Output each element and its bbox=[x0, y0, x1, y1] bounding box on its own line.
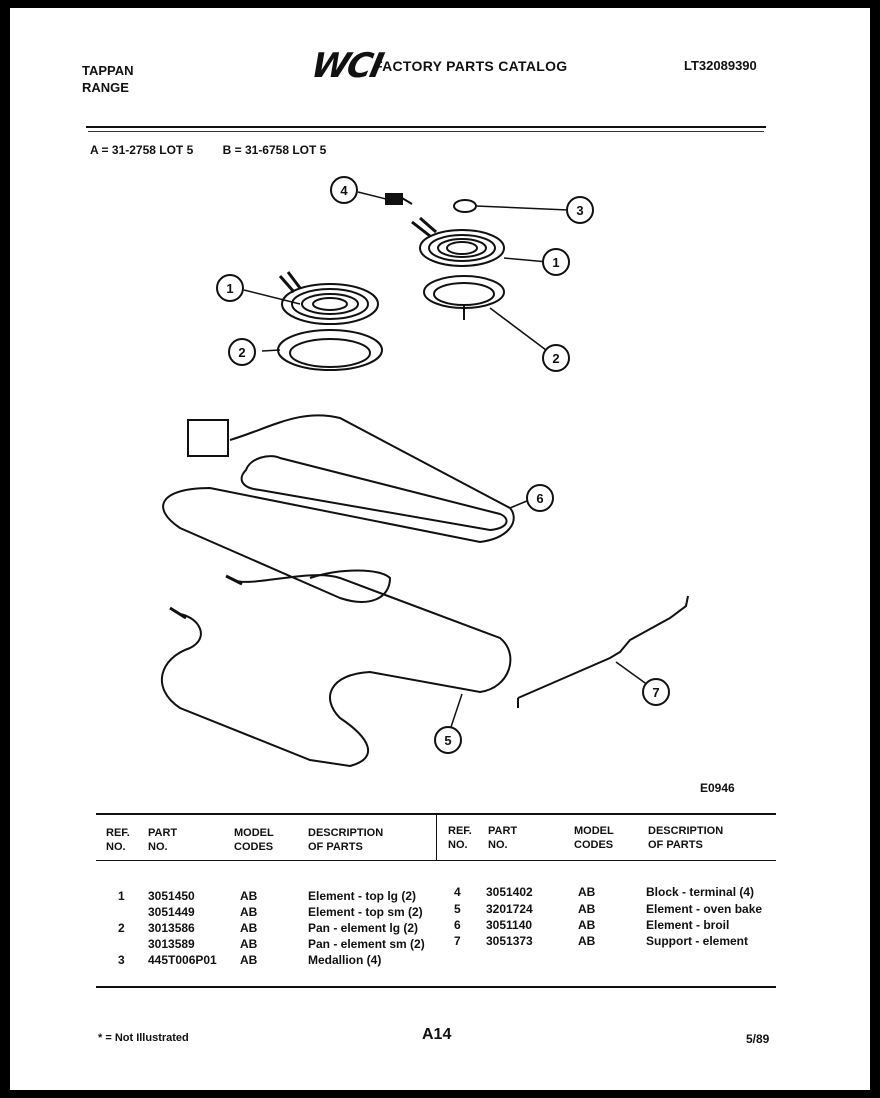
product-name: RANGE bbox=[82, 80, 129, 95]
element-support bbox=[517, 595, 689, 708]
callout-7-label: 7 bbox=[652, 685, 659, 700]
callout-1b-label: 1 bbox=[552, 255, 559, 270]
header-part-right: PART NO. bbox=[488, 825, 518, 851]
catalog-title: FACTORY PARTS CATALOG bbox=[374, 58, 568, 74]
table-rule-bottom bbox=[96, 986, 776, 988]
header-ref-right: REF. NO. bbox=[448, 825, 472, 851]
surface-element-small bbox=[411, 216, 505, 267]
header-rule bbox=[86, 126, 766, 128]
callout-1a: 1 bbox=[216, 274, 244, 302]
table-rule-mid bbox=[96, 860, 776, 861]
header-desc-right: DESCRIPTION OF PARTS bbox=[648, 825, 724, 851]
medallion-part bbox=[453, 199, 477, 213]
lot-code-b: B = 31-6758 LOT 5 bbox=[222, 143, 327, 157]
callout-2b: 2 bbox=[542, 344, 570, 372]
revision-date: 5/89 bbox=[746, 1032, 770, 1046]
model-number: LT32089390 bbox=[684, 58, 757, 73]
header-model-left: MODEL CODES bbox=[234, 827, 274, 853]
callout-4-label: 4 bbox=[340, 183, 348, 198]
exploded-parts-diagram: 4 3 1 1 2 2 6 7 bbox=[160, 176, 689, 768]
callout-1a-label: 1 bbox=[226, 281, 233, 296]
header-ref-left: REF. NO. bbox=[106, 827, 130, 853]
callout-2a-label: 2 bbox=[238, 345, 245, 360]
header-desc-left: DESCRIPTION OF PARTS bbox=[308, 827, 384, 853]
figure-id: E0946 bbox=[700, 781, 735, 795]
broil-element bbox=[162, 414, 515, 603]
drip-pan-small bbox=[423, 275, 505, 320]
callout-6-label: 6 bbox=[536, 491, 543, 506]
callout-5-label: 5 bbox=[444, 733, 451, 748]
callout-1b: 1 bbox=[542, 248, 570, 276]
callout-2a: 2 bbox=[228, 338, 256, 366]
callout-leaders bbox=[243, 191, 653, 731]
bake-element bbox=[160, 574, 512, 768]
header-model-right: MODEL CODES bbox=[574, 825, 614, 851]
surface-element-large bbox=[278, 271, 379, 325]
callout-3: 3 bbox=[566, 196, 594, 224]
callout-7: 7 bbox=[642, 678, 670, 706]
callout-6: 6 bbox=[526, 484, 554, 512]
footnote: * = Not Illustrated bbox=[98, 1032, 189, 1044]
parts-catalog-page: TAPPAN RANGE WCI FACTORY PARTS CATALOG L… bbox=[10, 8, 870, 1090]
table-divider bbox=[436, 814, 437, 860]
callout-3-label: 3 bbox=[576, 203, 583, 218]
header-part-left: PART NO. bbox=[148, 827, 178, 853]
brand-name: TAPPAN bbox=[82, 63, 134, 78]
terminal-block bbox=[385, 193, 413, 205]
callout-2b-label: 2 bbox=[552, 351, 559, 366]
brand-block: TAPPAN RANGE bbox=[82, 62, 134, 96]
lot-codes: A = 31-2758 LOT 5 B = 31-6758 LOT 5 bbox=[90, 143, 352, 157]
header-rule-thin bbox=[88, 131, 764, 132]
callout-5: 5 bbox=[434, 726, 462, 754]
lot-code-a: A = 31-2758 LOT 5 bbox=[90, 143, 194, 157]
page-number: A14 bbox=[422, 1026, 452, 1043]
callout-4: 4 bbox=[330, 176, 358, 204]
drip-pan-large bbox=[277, 329, 383, 371]
